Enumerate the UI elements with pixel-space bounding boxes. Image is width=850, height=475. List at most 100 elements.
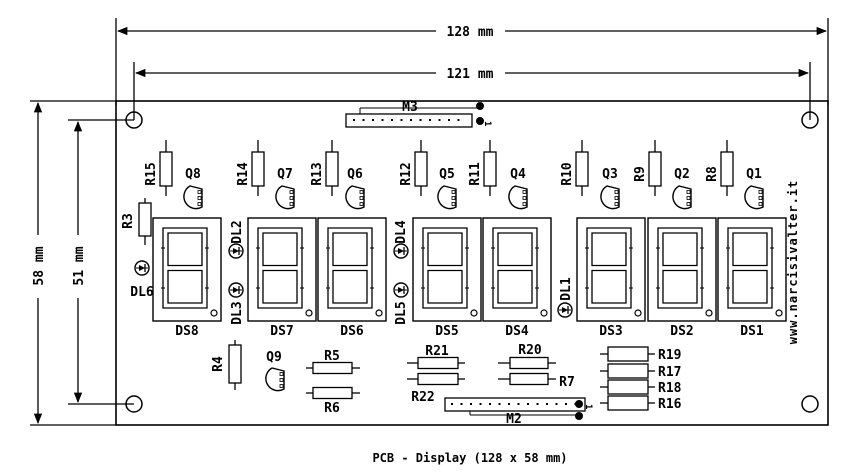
resistor-label: R14 [236, 162, 251, 186]
display-label: DS7 [270, 324, 293, 339]
resistor [600, 363, 655, 379]
seven-segment-display [482, 217, 552, 322]
led [134, 260, 150, 276]
resistor [575, 140, 589, 196]
led-label: DL4 [394, 220, 409, 244]
resistor-label: R13 [310, 162, 325, 185]
displays-layer: DS8 DS7 DS6 DS5 DS4 DS3 DS2 DS1 [152, 217, 787, 339]
transistor [437, 185, 457, 210]
transistor [345, 185, 365, 210]
seven-segment-display [647, 217, 717, 322]
display-label: DS4 [505, 324, 529, 339]
figure-caption: PCB - Display (128 x 58 mm) [372, 451, 567, 465]
resistor [325, 140, 339, 196]
connector-m2 [444, 397, 586, 420]
display-label: DS2 [670, 324, 693, 339]
resistor-label: R12 [399, 162, 414, 185]
transistor-label: Q7 [277, 167, 293, 182]
led-label: DL5 [394, 301, 409, 324]
transistor-label: Q6 [347, 167, 363, 182]
transistor-label: Q9 [266, 350, 282, 365]
seven-segment-display [717, 217, 787, 322]
transistor-label: Q5 [439, 167, 455, 182]
resistor [306, 361, 360, 375]
resistor-label: R20 [518, 343, 542, 358]
resistor-label: R22 [411, 390, 434, 405]
led-label: DL2 [230, 220, 245, 243]
display-label: DS8 [175, 324, 199, 339]
resistor-label: R3 [121, 213, 136, 229]
transistor [672, 185, 692, 210]
dimension-lines [30, 18, 829, 426]
resistor-label: R16 [658, 397, 682, 412]
transistor-label: Q1 [746, 167, 762, 182]
resistor-label: R9 [633, 166, 648, 182]
transistor-label: Q2 [674, 167, 690, 182]
pcb-outline [115, 100, 829, 426]
resistor-label: R10 [560, 162, 575, 186]
resistor [483, 140, 497, 196]
transistor-label: Q8 [185, 167, 201, 182]
resistor [414, 140, 428, 196]
resistor [407, 372, 465, 386]
led [228, 282, 244, 298]
resistor-label: R17 [658, 365, 681, 380]
resistor [138, 198, 152, 245]
resistor [498, 356, 556, 370]
height-holes-label: 51 mm [72, 246, 87, 285]
resistor-label: R11 [468, 162, 483, 186]
mounting-holes [125, 111, 819, 413]
m3-pin1-mark: 1 [482, 121, 492, 126]
width-outer-label: 128 mm [447, 25, 494, 40]
transistor [183, 185, 203, 210]
seven-segment-display [412, 217, 482, 322]
display-label: DS5 [435, 324, 458, 339]
transistor [275, 185, 295, 210]
led-label: DL3 [230, 301, 245, 324]
led [393, 243, 409, 259]
resistor [720, 140, 734, 196]
transistor-label: Q4 [510, 167, 526, 182]
width-holes-label: 121 mm [447, 67, 494, 82]
resistor [251, 140, 265, 196]
led [393, 282, 409, 298]
led [557, 302, 573, 318]
resistor-label: R8 [705, 166, 720, 182]
connector-m3 [345, 102, 484, 128]
display-label: DS1 [740, 324, 764, 339]
transistor [265, 367, 285, 392]
seven-segment-display [152, 217, 222, 322]
seven-segment-display [247, 217, 317, 322]
resistor [600, 395, 655, 411]
transistor [600, 185, 620, 210]
seven-segment-display [576, 217, 646, 322]
m2-label: M2 [506, 412, 522, 427]
resistor-label: R15 [144, 162, 159, 185]
resistor-label: R18 [658, 381, 682, 396]
website-label: www.narcisivalter.it [786, 180, 800, 345]
resistor-label: R19 [658, 348, 681, 363]
resistor [306, 386, 360, 400]
display-label: DS3 [599, 324, 622, 339]
resistor [648, 140, 662, 196]
display-label: DS6 [340, 324, 364, 339]
transistor [744, 185, 764, 210]
m2-pin1-mark: 1 [583, 404, 593, 409]
led-label: DL6 [130, 285, 154, 300]
resistor-label: R7 [559, 375, 575, 390]
led-label: DL1 [559, 277, 574, 301]
resistor-label: R5 [324, 349, 340, 364]
resistor-label: R21 [425, 344, 449, 359]
transistor [508, 185, 528, 210]
resistor-label: R4 [211, 356, 226, 372]
height-outer-label: 58 mm [32, 246, 47, 285]
resistor [159, 140, 173, 196]
transistor-label: Q3 [602, 167, 618, 182]
resistor [600, 379, 655, 395]
resistor [498, 372, 556, 386]
resistor [228, 340, 242, 390]
